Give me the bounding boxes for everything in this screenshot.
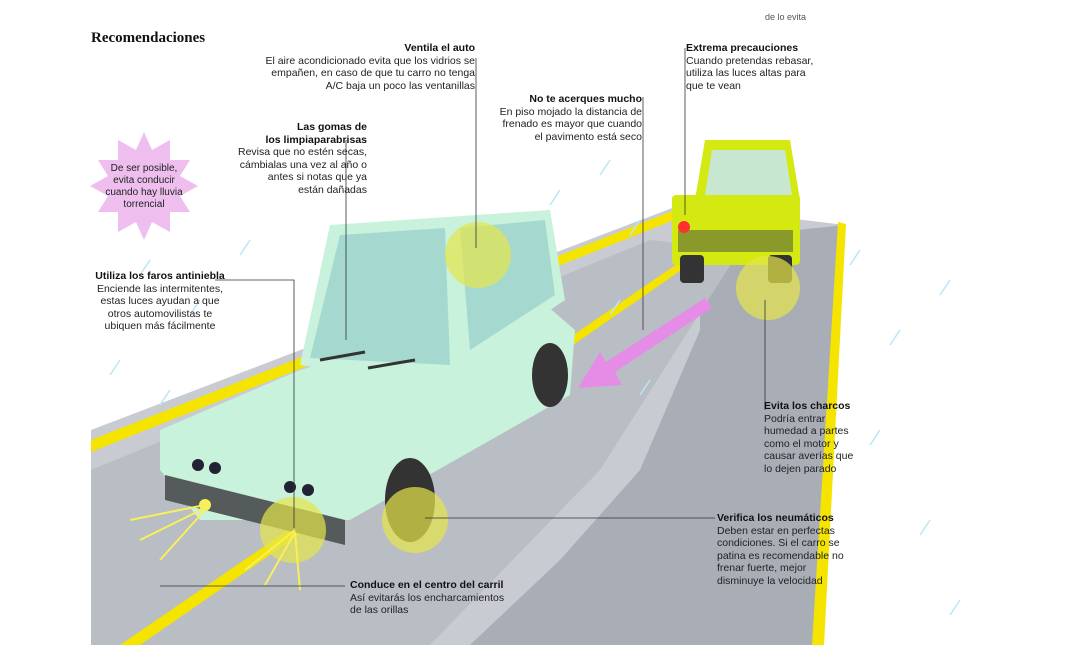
- callout-centro: Conduce en el centro del carril Así evit…: [350, 579, 540, 617]
- partial-top-text: de lo evita: [765, 12, 807, 22]
- bubble-star: [90, 132, 198, 240]
- callout-body: Cuando pretendas rebasar, utiliza las lu…: [686, 54, 814, 92]
- callout-body: El aire acondicionado evita que los vidr…: [265, 54, 475, 92]
- highlight-puddle: [736, 256, 800, 320]
- callout-ventila: Ventila el auto El aire acondicionado ev…: [255, 42, 475, 92]
- callout-neumaticos: Verifica los neumáticos Deben estar en p…: [717, 512, 867, 587]
- callout-heading: Verifica los neumáticos: [717, 512, 834, 524]
- callout-extrema: Extrema precauciones Cuando pretendas re…: [686, 42, 846, 92]
- highlight-fog-light: [260, 497, 326, 563]
- callout-body: Así evitarás los encharcamientos de las …: [350, 591, 505, 617]
- callout-body: Revisa que no estén secas, cámbialas una…: [238, 146, 367, 196]
- right-edge-line: [812, 222, 846, 645]
- callout-no-acerques: No te acerques mucho En piso mojado la d…: [480, 93, 642, 143]
- callout-body: Podría entrar humedad a partes como el m…: [764, 412, 854, 475]
- distance-arrow: [578, 298, 712, 388]
- callout-heading: Ventila el auto: [404, 42, 475, 54]
- callout-heading: No te acerques mucho: [529, 93, 642, 105]
- callout-heading: Las gomas de los limpiaparabrisas: [265, 121, 367, 146]
- callout-body: Enciende las intermitentes, estas luces …: [96, 282, 224, 333]
- highlight-circles: [260, 222, 800, 563]
- callout-body: En piso mojado la distancia de frenado e…: [499, 105, 642, 143]
- rain-warning-bubble: De ser posible, evita conducir cuando ha…: [88, 130, 200, 242]
- rain: [109, 159, 961, 616]
- highlight-window: [445, 222, 511, 288]
- callout-gomas: Las gomas de los limpiaparabrisas Revisa…: [205, 121, 367, 196]
- callout-heading: Evita los charcos: [764, 400, 851, 412]
- callout-faros: Utiliza los faros antiniebla Enciende la…: [90, 270, 230, 333]
- wet-shoulder: [470, 225, 845, 645]
- callout-charcos: Evita los charcos Podría entrar humedad …: [764, 400, 884, 475]
- highlight-tire: [382, 487, 448, 553]
- page-title: Recomendaciones: [91, 30, 206, 46]
- callout-heading: Utiliza los faros antiniebla: [95, 270, 225, 282]
- bubble-text: De ser posible, evita conducir cuando ha…: [105, 163, 183, 210]
- jeep: [672, 140, 800, 283]
- callout-body: Deben estar en perfectas condiciones. Si…: [717, 524, 844, 587]
- fog-light-beams: [129, 504, 301, 591]
- callout-heading: Extrema precauciones: [686, 42, 799, 54]
- leader-lines: [160, 48, 766, 587]
- fog-light-left: [199, 499, 211, 511]
- callout-heading: Conduce en el centro del carril: [350, 579, 504, 591]
